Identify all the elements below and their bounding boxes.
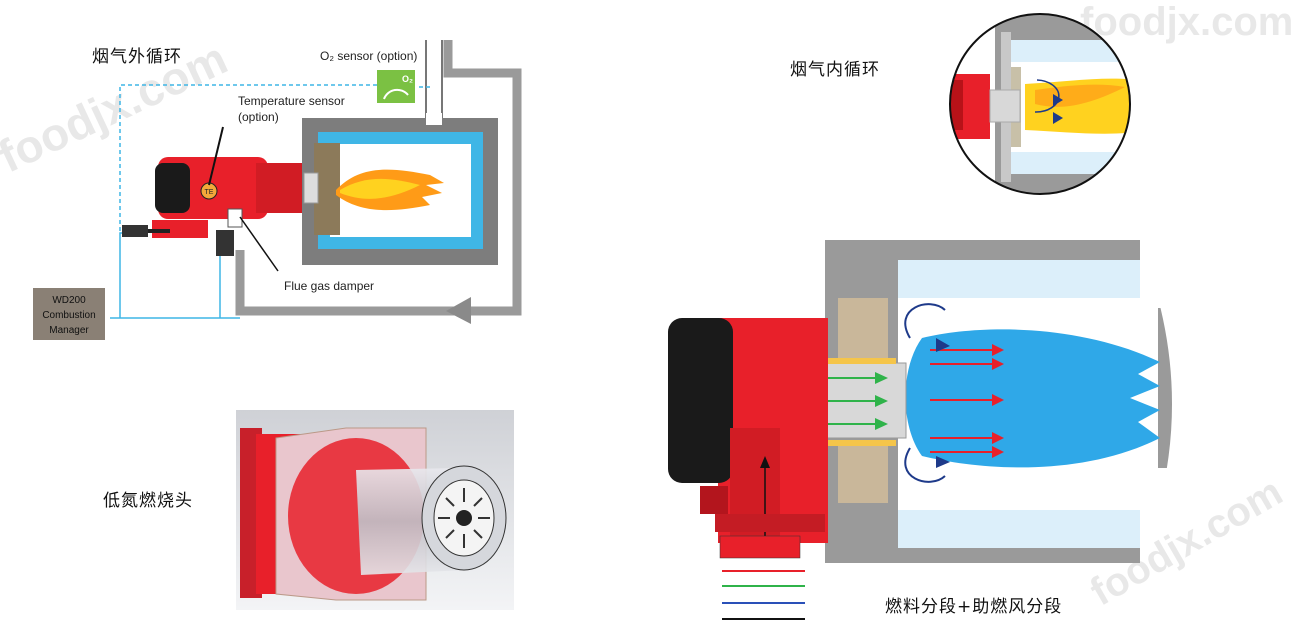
svg-text:Combustion: Combustion <box>42 310 95 321</box>
o2-sensor-label: O₂ sensor (option) <box>320 49 417 63</box>
temperature-sensor-option: (option) <box>238 110 279 124</box>
refractory-top <box>838 298 888 358</box>
flue-gas-damper <box>227 208 243 228</box>
svg-text:O₂: O₂ <box>402 74 413 84</box>
int-recirc-title: 烟气内循环 <box>790 60 880 80</box>
o2-sensor-badge <box>377 70 415 103</box>
wd200-manager-box <box>33 288 105 340</box>
svg-text:TE: TE <box>205 189 214 196</box>
staging-title: 燃料分段+助燃风分段 <box>885 597 1063 617</box>
signal-dashed-line <box>119 84 430 233</box>
flue-gas-damper-label: Flue gas damper <box>284 279 374 293</box>
svg-text:Manager: Manager <box>49 325 89 336</box>
internal-recirculation-diagram <box>949 13 1131 195</box>
staging-water-top <box>898 260 1140 298</box>
signal-solid-lines <box>110 232 240 319</box>
duct-arrow <box>446 297 471 324</box>
ext-recirc-title: 烟气外循环 <box>92 47 182 67</box>
svg-text:WD200: WD200 <box>52 295 86 306</box>
refractory-bottom <box>838 443 888 503</box>
external-recirculation-diagram: TE O₂ WD200 Combustion Manager O₂ sensor… <box>33 40 522 340</box>
staging-water-bottom <box>898 510 1140 548</box>
low-nox-burner-head-render <box>236 410 514 610</box>
staging-diagram <box>668 240 1186 620</box>
temperature-sensor-label: Temperature sensor <box>238 94 345 108</box>
recirculation-duct <box>235 40 522 316</box>
low-nox-head-title: 低氮燃烧头 <box>103 491 193 511</box>
